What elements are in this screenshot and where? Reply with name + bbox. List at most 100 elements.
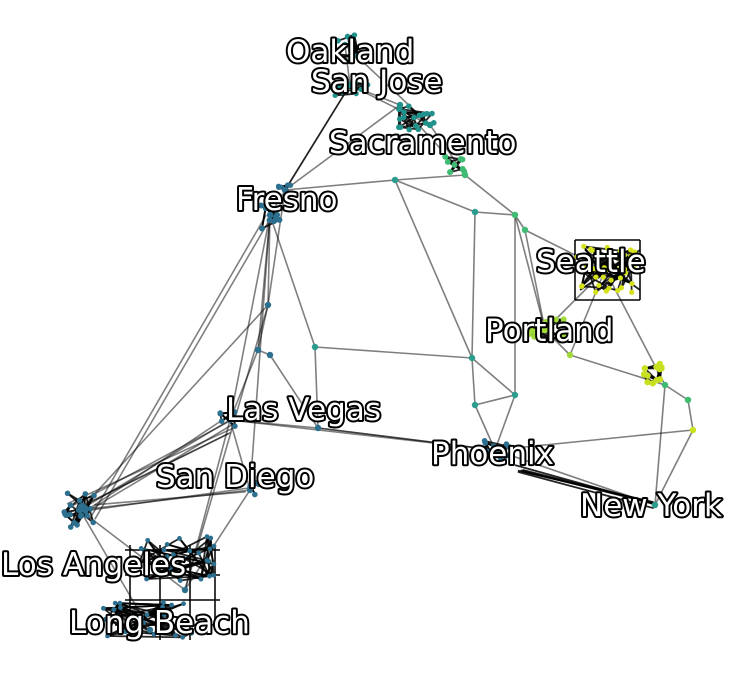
graph-node (579, 269, 585, 275)
long-range-edge (257, 214, 271, 351)
long-range-edge (394, 179, 476, 213)
graph-node (619, 258, 625, 264)
cluster-edge (139, 545, 215, 563)
graph-node (658, 364, 665, 371)
graph-node (100, 605, 106, 611)
long-range-edge (494, 394, 516, 451)
label-phoenix: Phoenix (431, 436, 554, 472)
hub-node-pt3 (521, 226, 529, 234)
graph-node (207, 546, 213, 552)
long-range-edge (471, 211, 476, 359)
graph-node (196, 550, 202, 556)
long-range-edge (317, 427, 496, 451)
hub-node-fresno (266, 211, 274, 219)
long-range-edge (517, 471, 654, 510)
label-seattle: Seattle (536, 244, 646, 280)
cluster-edge (163, 548, 208, 562)
hub-node-mid4 (511, 391, 519, 399)
long-range-edge (314, 346, 319, 429)
long-range-edge (229, 419, 251, 491)
graph-node (451, 161, 458, 168)
graph-node (180, 634, 186, 640)
graph-node (252, 491, 258, 498)
label-san-diego: San Diego (156, 459, 314, 495)
long-range-edge (65, 432, 230, 516)
graph-node (563, 330, 570, 337)
long-range-edge (464, 174, 516, 216)
long-range-edge (87, 417, 226, 511)
hub-node-fresnoTop (281, 186, 289, 194)
label-las-vegas: Las Vegas (226, 392, 381, 428)
graph-node (257, 202, 264, 209)
graph-node (506, 452, 512, 459)
graph-node (336, 84, 342, 90)
cluster-edge (598, 268, 626, 287)
hub-node-oakland (341, 41, 349, 49)
graph-node (105, 633, 110, 639)
graph-node (161, 547, 167, 553)
graph-node (144, 576, 149, 582)
long-range-edge (77, 486, 252, 513)
graph-node (631, 249, 638, 255)
hub-node-seattle (601, 266, 609, 274)
graph-node (608, 255, 614, 262)
long-range-edge (429, 124, 466, 176)
long-range-edge (349, 84, 401, 106)
hub-node-ny4 (651, 501, 659, 509)
graph-node (91, 492, 97, 499)
graph-node (632, 266, 638, 272)
graph-node (211, 543, 217, 549)
graph-node (596, 282, 602, 289)
graph-node (629, 289, 635, 295)
long-range-edge (229, 214, 271, 421)
hub-node-fr3 (254, 346, 262, 354)
label-sacramento: Sacramento (329, 125, 517, 161)
graph-node (204, 534, 210, 539)
long-range-edge (394, 179, 473, 359)
graph-node (207, 573, 212, 579)
graph-node (616, 266, 622, 272)
graph-node (405, 103, 412, 109)
graph-node (117, 600, 123, 606)
hub-node-newyork (661, 381, 669, 389)
hub-node-bayMid (396, 101, 404, 109)
graph-node (256, 481, 262, 488)
graph-node (128, 627, 133, 633)
long-range-edge (79, 509, 151, 631)
graph-node (211, 572, 217, 578)
graph-node (161, 612, 167, 618)
graph-node (442, 153, 449, 160)
cluster-edge (335, 92, 357, 97)
long-range-edge (84, 423, 234, 514)
long-range-edge (522, 468, 655, 504)
graph-node (329, 85, 336, 91)
graph-node (151, 631, 157, 637)
graph-node (164, 541, 170, 547)
graph-node (560, 336, 567, 343)
graph-node (67, 511, 73, 518)
graph-node (67, 524, 74, 530)
graph-node (523, 327, 530, 334)
hub-node-lv2 (314, 424, 322, 432)
cluster-edge (114, 602, 176, 637)
graph-node (641, 365, 649, 372)
graph-node (353, 91, 359, 97)
graph-node (335, 37, 341, 44)
graph-node (218, 418, 225, 424)
hub-node-mid5 (391, 176, 399, 184)
graph-node (588, 246, 594, 252)
graph-node (266, 217, 273, 224)
hub-node-fr4 (266, 351, 274, 359)
graph-node (82, 491, 89, 497)
graph-node (351, 32, 358, 38)
graph-node (552, 316, 559, 323)
long-range-edge (494, 429, 694, 451)
graph-node (415, 126, 422, 133)
graph-node (164, 618, 170, 624)
graph-node (482, 450, 489, 457)
cluster-edge (125, 630, 176, 637)
graph-node (411, 114, 417, 121)
graph-node (644, 372, 651, 379)
graph-node (617, 248, 623, 254)
node-layer (61, 32, 697, 640)
